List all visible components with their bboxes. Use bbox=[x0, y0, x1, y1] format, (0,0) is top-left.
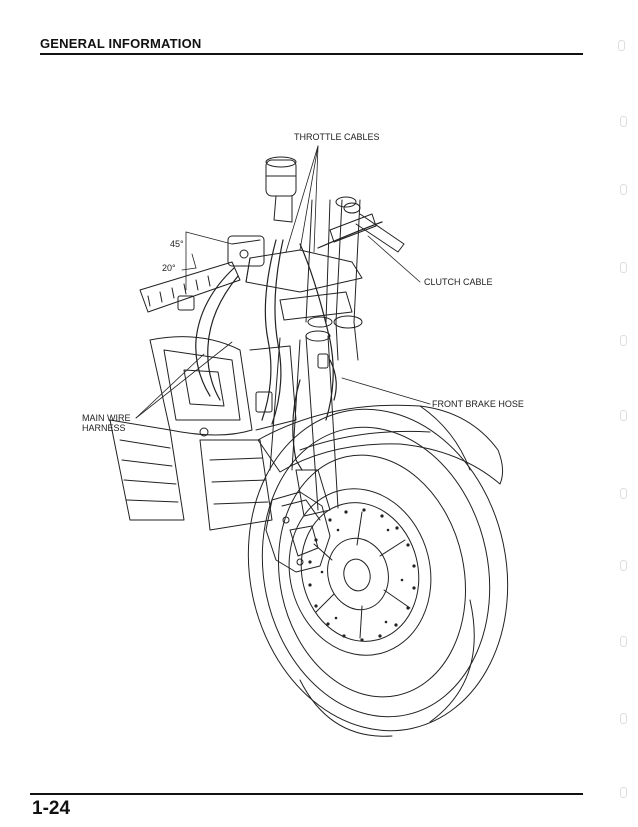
angle-marks bbox=[181, 231, 233, 291]
label-clutch-cable: CLUTCH CABLE bbox=[424, 277, 493, 287]
brake-disc bbox=[288, 488, 432, 656]
label-main-wire-line1: MAIN WIRE bbox=[82, 413, 131, 423]
connectors bbox=[177, 295, 329, 437]
binder-hole bbox=[620, 262, 627, 273]
binder-hole bbox=[620, 410, 627, 421]
binder-hole bbox=[620, 488, 627, 499]
binder-hole bbox=[620, 116, 627, 127]
binder-hole bbox=[620, 787, 627, 798]
leader-lines bbox=[135, 145, 431, 419]
front-fender bbox=[257, 404, 504, 485]
label-angle-20: 20° bbox=[162, 263, 176, 273]
headlight-cowl bbox=[149, 336, 297, 436]
brake-caliper bbox=[265, 491, 331, 573]
label-main-wire-line2: HARNESS bbox=[82, 423, 126, 433]
footer-rule bbox=[30, 793, 583, 795]
binder-hole bbox=[620, 713, 627, 724]
cables bbox=[195, 221, 383, 471]
engine-side bbox=[109, 419, 273, 531]
binder-hole bbox=[618, 40, 625, 51]
binder-hole bbox=[620, 560, 627, 571]
label-front-brake-hose: FRONT BRAKE HOSE bbox=[432, 399, 524, 409]
top-bridge bbox=[245, 249, 363, 321]
label-throttle-cables: THROTTLE CABLES bbox=[294, 132, 380, 142]
binder-hole bbox=[620, 335, 627, 346]
label-angle-45: 45° bbox=[170, 239, 184, 249]
header-rule bbox=[40, 53, 583, 55]
binder-hole bbox=[620, 636, 627, 647]
right-handlebar bbox=[329, 202, 405, 253]
page-number: 1-24 bbox=[32, 798, 71, 819]
binder-hole bbox=[620, 184, 627, 195]
brake-reservoir bbox=[265, 156, 297, 223]
left-handlebar bbox=[139, 235, 265, 313]
section-title: GENERAL INFORMATION bbox=[40, 36, 202, 51]
front-fork bbox=[269, 196, 363, 517]
front-tire bbox=[247, 408, 509, 737]
